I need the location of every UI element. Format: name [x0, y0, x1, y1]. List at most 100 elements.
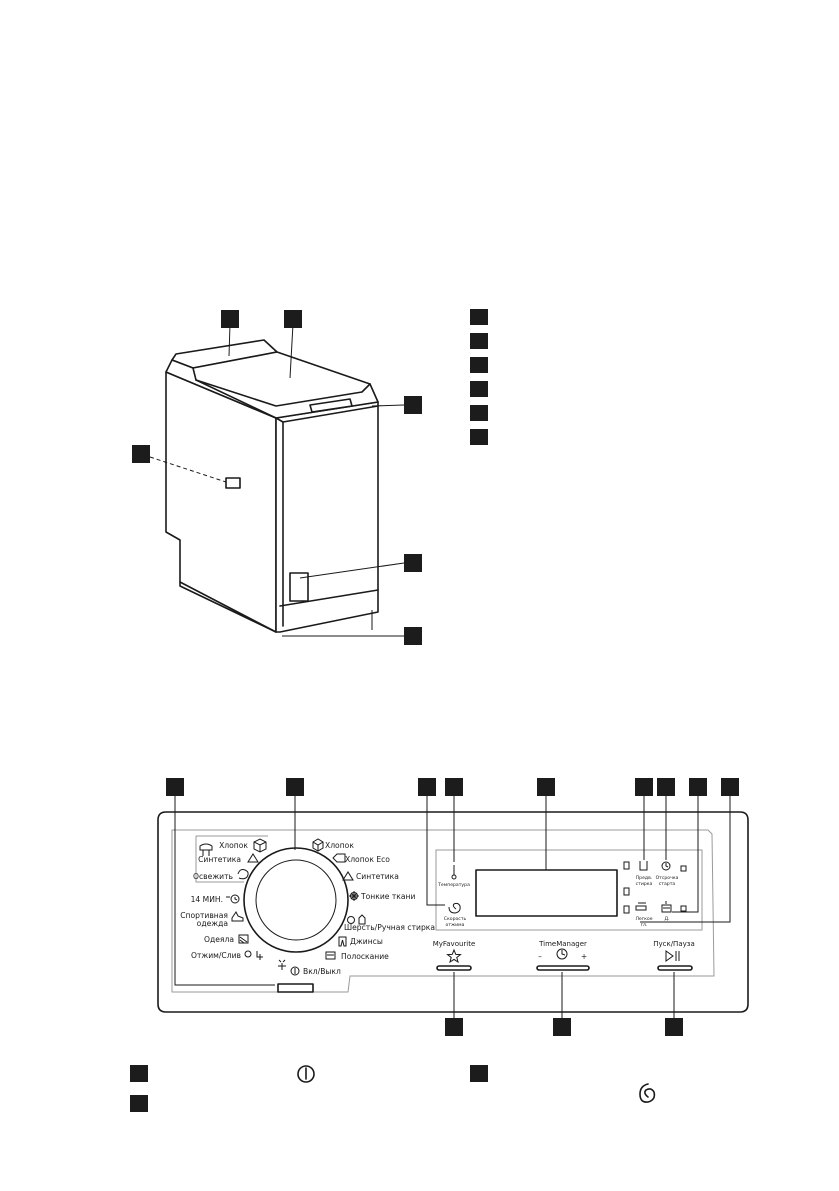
- panel-callout: [537, 778, 555, 796]
- temperature-icon: [451, 865, 457, 880]
- spin-icon[interactable]: [448, 902, 461, 914]
- panel-callout: [445, 778, 463, 796]
- delay-start-icon[interactable]: [661, 861, 671, 871]
- callout-box: [132, 445, 150, 463]
- panel-callout: [721, 778, 739, 796]
- callout-box: [284, 310, 302, 328]
- power-icon: [297, 1065, 315, 1083]
- spin-icon: [639, 1083, 656, 1103]
- legend-callout: [470, 333, 488, 349]
- temperature-label: Температура: [437, 882, 470, 888]
- spin-drain-icon: [244, 950, 263, 960]
- towel-icon: [199, 843, 213, 856]
- panel-callout: [689, 778, 707, 796]
- display-indicators: [623, 861, 687, 914]
- panel-callout: [418, 778, 436, 796]
- program-label-quick: 14 МИН.: [191, 895, 223, 904]
- callout-box: [221, 310, 239, 328]
- easy-iron-icon[interactable]: [635, 902, 647, 911]
- play-pause-icon: [665, 950, 680, 962]
- program-label-cotton-left: Хлопок: [219, 841, 248, 850]
- duvet-icon: [238, 934, 249, 944]
- timemanager-plus[interactable]: +: [581, 952, 587, 961]
- panel-leader-lines: [174, 796, 731, 1018]
- timemanager-label: TimeManager: [538, 940, 587, 948]
- start-pause-button[interactable]: [657, 965, 693, 971]
- power-icon[interactable]: [290, 966, 300, 976]
- display-frame: [435, 849, 703, 931]
- legend-callout: [470, 309, 488, 325]
- cotton-icon: [253, 838, 267, 853]
- program-label-rinse: Полоскание: [341, 952, 389, 961]
- legend-callout: [470, 405, 488, 421]
- power-label: Вкл/Выкл: [303, 967, 341, 976]
- power-light-icon: [278, 959, 286, 970]
- extra-rinse-label: Д.: [664, 916, 669, 922]
- program-label-jeans: Джинсы: [350, 937, 383, 946]
- callout-box: [404, 627, 422, 645]
- cotton-eco-icon: [332, 853, 346, 863]
- prewash-label-2: стирка: [636, 882, 653, 887]
- panel-callout: [286, 778, 304, 796]
- easy-iron-label: Легкое: [635, 916, 652, 922]
- panel-callout: [553, 1018, 571, 1036]
- spin-label-2: отжима: [446, 923, 465, 928]
- myfavourite-button[interactable]: [436, 965, 472, 971]
- program-label-wool: Шерсть/Ручная стирка: [344, 923, 435, 932]
- display: [475, 869, 618, 917]
- sportswear-icon: [231, 911, 244, 922]
- rinse-icon: [325, 951, 336, 960]
- legend-callout: [470, 1065, 488, 1082]
- callout-box: [404, 554, 422, 572]
- timemanager-icon: [556, 948, 568, 960]
- legend-callout: [130, 1095, 148, 1112]
- star-icon: [446, 948, 462, 964]
- washing-machine-illustration: [149, 323, 405, 637]
- panel-callout: [657, 778, 675, 796]
- program-label-cotton-right: Хлопок: [325, 841, 354, 850]
- program-label-refresh: Освежить: [193, 872, 233, 881]
- lid-handle: [309, 398, 353, 413]
- program-label-synthetics-left: Синтетика: [198, 855, 241, 864]
- synthetics-icon: [247, 853, 259, 863]
- prewash-icon[interactable]: [639, 861, 648, 871]
- power-button[interactable]: [277, 983, 314, 993]
- delay-start-label-2: старта: [659, 882, 676, 887]
- start-pause-label: Пуск/Пауза: [653, 940, 695, 948]
- program-label-synthetics-right: Синтетика: [356, 872, 399, 881]
- program-label-cotton-eco: Хлопок Eco: [345, 855, 390, 864]
- synthetics-icon: [342, 871, 354, 881]
- program-label-spin-drain: Отжим/Слив: [191, 951, 242, 960]
- callout-box: [404, 396, 422, 414]
- filter-hatch: [289, 572, 309, 602]
- legend-callout: [470, 381, 488, 397]
- myfavourite-label: MyFavourite: [433, 940, 476, 948]
- refresh-icon: [237, 869, 249, 880]
- wool-icon: [347, 914, 366, 925]
- spin-label: Скорость: [444, 916, 467, 922]
- cotton-icon: [312, 838, 324, 852]
- program-label-duvet: Одеяла: [204, 935, 234, 944]
- legend-callout: [470, 429, 488, 445]
- legend-callout: [130, 1065, 148, 1082]
- jeans-icon: [338, 936, 347, 947]
- easy-iron-label-2: гл.: [641, 923, 648, 928]
- program-label-sportswear-2: одежда: [197, 919, 228, 928]
- panel-callout: [635, 778, 653, 796]
- timemanager-button[interactable]: [536, 965, 590, 971]
- prewash-label: Предв.: [636, 875, 653, 881]
- delicates-icon: [349, 891, 359, 901]
- legend-callout: [470, 357, 488, 373]
- panel-callout: [166, 778, 184, 796]
- program-label-sportswear: Спортивная: [180, 911, 228, 920]
- program-dial[interactable]: [243, 847, 349, 953]
- program-label-delicates: Тонкие ткани: [360, 892, 415, 901]
- panel-callout: [445, 1018, 463, 1036]
- rating-plate: [225, 477, 241, 489]
- control-panel: [157, 811, 749, 1013]
- extra-rinse-icon[interactable]: [661, 901, 672, 913]
- quick-icon: [226, 894, 240, 904]
- delay-start-label: Отсрочка: [656, 875, 679, 881]
- timemanager-minus[interactable]: –: [538, 952, 542, 961]
- panel-callout: [665, 1018, 683, 1036]
